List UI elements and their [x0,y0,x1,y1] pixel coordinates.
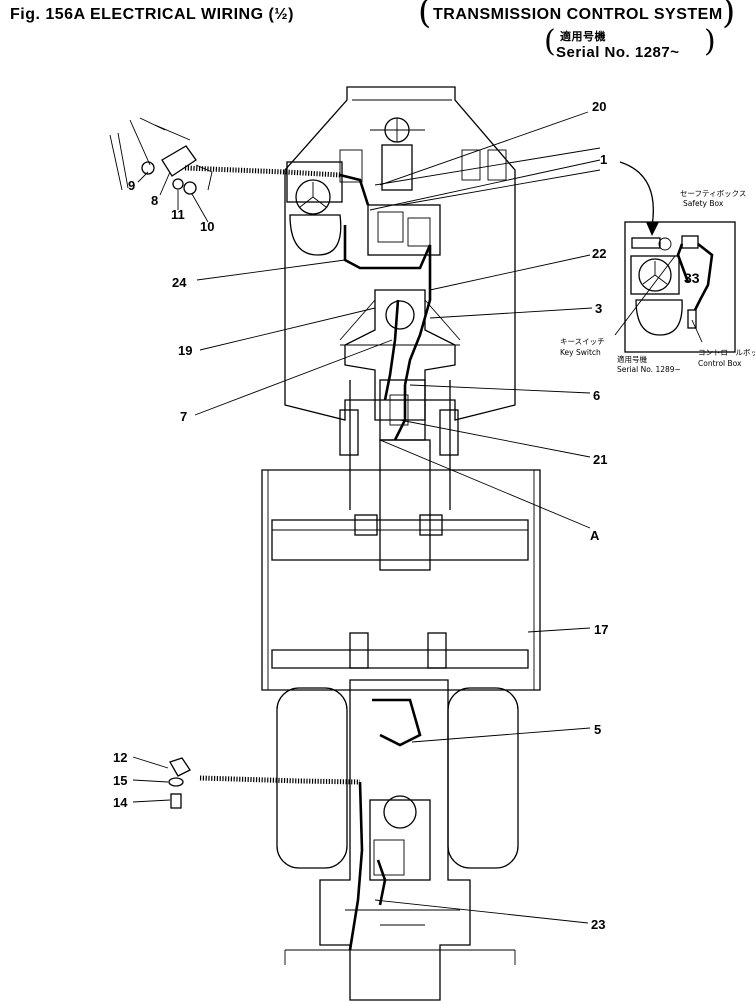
callout-1: 1 [600,152,607,167]
close-paren: ) [722,0,736,32]
callout-9: 9 [128,178,135,193]
callout-22: 22 [592,246,606,261]
arrow-to-inset [619,161,654,227]
key-switch-label: Key Switch [560,348,601,357]
open-paren: ( [418,0,432,32]
detail-clamp-assembly [109,117,213,195]
safety-box-label: Safety Box [683,199,724,208]
callout-12: 12 [113,750,127,765]
leader-lines [132,111,703,924]
serial-close-paren: ) [704,24,716,59]
callout-A: A [590,528,600,543]
detail-clip-assembly [168,757,191,809]
callout-8: 8 [151,193,158,208]
callout-17: 17 [594,622,608,637]
callout-11: 11 [171,207,185,222]
callout-24: 24 [172,275,187,290]
machine-outline [261,86,541,1001]
callout-23: 23 [591,917,605,932]
callout-6: 6 [593,388,600,403]
serial-range: Serial No. 1287~ [556,44,680,61]
key-switch-jp: キースイッチ [560,337,605,346]
callout-14: 14 [113,795,128,810]
inset-serial: Serial No. 1289~ [617,365,681,374]
system-title: TRANSMISSION CONTROL SYSTEM [433,6,723,23]
callout-21: 21 [593,452,607,467]
callout-5: 5 [594,722,601,737]
control-box-label: Control Box [698,359,742,368]
callout-19: 19 [178,343,192,358]
safety-box-jp: セーフティボックス [680,189,746,198]
control-box-jp: コントロールボックス [698,348,755,357]
callout-10: 10 [200,219,214,234]
applicable-label-jp: 適用号機 [560,31,606,43]
inset-control-panel [624,221,736,353]
wiring-harness [184,165,432,951]
callout-3: 3 [595,301,602,316]
inset-applicable-jp: 適用号機 [617,354,647,364]
callout-7: 7 [180,409,187,424]
callout-15: 15 [113,773,127,788]
figure-title: Fig. 156A ELECTRICAL WIRING (½) [10,6,294,23]
arrow-head [646,222,659,236]
part-33: 33 [684,270,700,286]
callout-20: 20 [592,99,606,114]
serial-open-paren: ( [544,24,556,59]
